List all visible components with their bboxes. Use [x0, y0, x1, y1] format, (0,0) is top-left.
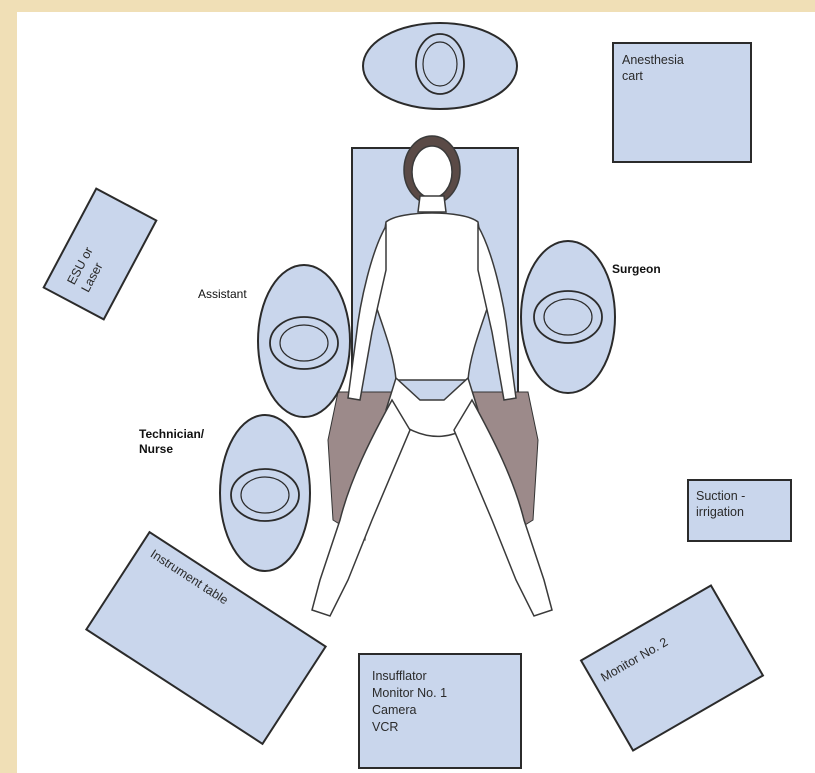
surgeon-station: [521, 241, 615, 393]
surgeon-label: Surgeon: [612, 262, 661, 276]
anesthesia-cart-label-1: Anesthesia: [622, 53, 684, 67]
assistant-station: [258, 265, 350, 417]
monitor-2-unit: Monitor No. 2: [581, 585, 763, 750]
insufflator-label-2: Monitor No. 1: [372, 686, 447, 700]
instrument-table: Instrument table: [86, 532, 325, 744]
insufflator-label-1: Insufflator: [372, 669, 427, 683]
suction-label-2: irrigation: [696, 505, 744, 519]
suction-label-1: Suction -: [696, 489, 745, 503]
anesthesiologist-station: [363, 23, 517, 109]
technician-label-2: Nurse: [139, 442, 173, 456]
technician-nurse-station: [220, 415, 310, 571]
insufflator-label-4: VCR: [372, 720, 398, 734]
assistant-label: Assistant: [198, 287, 247, 301]
technician-label-1: Technician/: [139, 427, 205, 441]
esu-laser-unit: ESU or Laser: [44, 189, 157, 320]
anesthesia-cart-label-2: cart: [622, 69, 643, 83]
insufflator-label-3: Camera: [372, 703, 417, 717]
